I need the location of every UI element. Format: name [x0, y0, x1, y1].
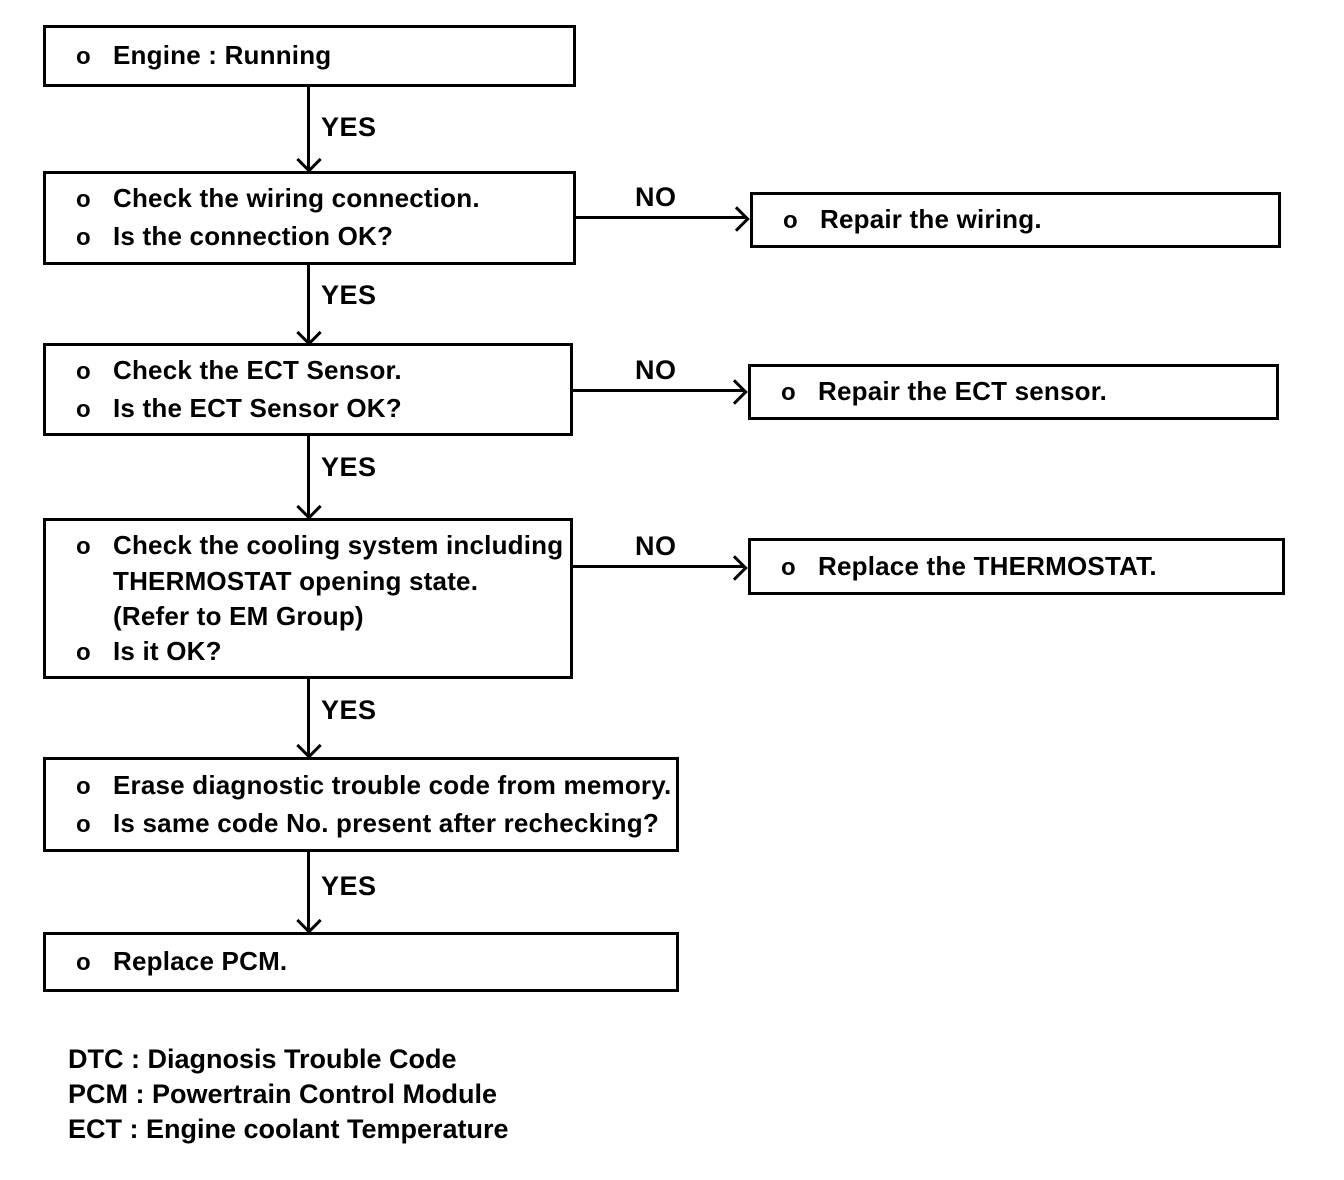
yes-label-1: YES: [321, 112, 377, 142]
box-line: o Is the ECT Sensor OK?: [76, 390, 570, 428]
box-line: o Is the connection OK?: [76, 218, 573, 256]
arrowhead-right-2-icon: [722, 379, 748, 405]
no-connector-1: [574, 216, 746, 219]
legend-ect: ECT : Engine coolant Temperature: [68, 1114, 509, 1144]
no-connector-2: [571, 389, 744, 392]
bullet: o: [781, 379, 796, 406]
box-text: Erase diagnostic trouble code from memor…: [113, 769, 672, 800]
yes-connector-4: [307, 678, 310, 755]
box-text: Is the ECT Sensor OK?: [113, 392, 402, 423]
box-text: (Refer to EM Group): [113, 600, 364, 631]
box-text: Check the cooling system including: [113, 529, 564, 560]
bullet: o: [76, 638, 91, 666]
flow-box-erase-dtc: o Erase diagnostic trouble code from memo…: [43, 757, 679, 852]
flow-box-repair-wiring: o Repair the wiring.: [750, 192, 1281, 248]
no-label-3: NO: [635, 531, 677, 561]
box-text: Is the connection OK?: [113, 221, 394, 251]
bullet: o: [76, 772, 91, 800]
arrowhead-down-3-icon: [296, 494, 322, 520]
arrowhead-down-2-icon: [296, 320, 322, 346]
box-text: THERMOSTAT opening state.: [113, 565, 479, 596]
yes-connector-5: [307, 851, 310, 930]
no-connector-3: [571, 565, 744, 568]
abbreviation-legend: DTC : Diagnosis Trouble Code PCM : Power…: [68, 1042, 509, 1147]
no-label-2: NO: [635, 355, 677, 385]
box-line: o Replace PCM.: [76, 943, 676, 981]
bullet: o: [76, 43, 91, 70]
box-text: Repair the ECT sensor.: [818, 376, 1108, 406]
yes-label-2: YES: [321, 280, 377, 310]
flow-box-check-wiring: o Check the wiring connection. o Is the co…: [43, 171, 576, 265]
arrowhead-down-1-icon: [296, 147, 322, 173]
arrowhead-down-4-icon: [296, 733, 322, 759]
bullet: o: [76, 532, 91, 560]
box-line: THERMOSTAT opening state.: [76, 564, 570, 599]
bullet: o: [781, 553, 796, 581]
arrowhead-down-5-icon: [296, 908, 322, 934]
box-text: Replace the THERMOSTAT.: [818, 550, 1157, 581]
box-text: Engine : Running: [113, 40, 332, 70]
legend-pcm: PCM : Powertrain Control Module: [68, 1079, 497, 1109]
box-text: Is same code No. present after recheckin…: [113, 807, 659, 838]
box-line: o Is same code No. present after rechecki…: [76, 805, 676, 843]
yes-label-5: YES: [321, 871, 377, 901]
box-text: Check the ECT Sensor.: [113, 354, 402, 385]
arrowhead-right-1-icon: [724, 206, 750, 232]
box-line: o Engine : Running: [76, 37, 573, 75]
box-line: o Check the cooling system including: [76, 528, 570, 564]
box-line: o Erase diagnostic trouble code from memo…: [76, 767, 676, 805]
box-line: o Replace the THERMOSTAT.: [781, 548, 1282, 586]
flow-box-check-ect-sensor: o Check the ECT Sensor. o Is the ECT Senso…: [43, 343, 573, 436]
no-label-1: NO: [635, 182, 677, 212]
bullet: o: [76, 810, 91, 838]
box-line: o Check the wiring connection.: [76, 180, 573, 218]
yes-connector-2: [307, 264, 310, 342]
box-text: Check the wiring connection.: [113, 183, 480, 213]
arrowhead-right-3-icon: [722, 555, 748, 581]
flow-box-replace-thermostat: o Replace the THERMOSTAT.: [748, 538, 1285, 595]
legend-dtc: DTC : Diagnosis Trouble Code: [68, 1044, 457, 1074]
box-line: (Refer to EM Group): [76, 599, 570, 634]
yes-label-3: YES: [321, 452, 377, 482]
box-line: o Repair the ECT sensor.: [781, 373, 1276, 411]
yes-label-4: YES: [321, 695, 377, 725]
bullet: o: [76, 186, 91, 213]
flow-box-check-cooling-system: o Check the cooling system including THER…: [43, 518, 573, 679]
bullet: o: [76, 224, 91, 251]
yes-connector-1: [307, 87, 310, 169]
flow-box-engine-running: o Engine : Running: [43, 25, 576, 87]
box-text: Repair the wiring.: [820, 204, 1042, 234]
flow-box-replace-pcm: o Replace PCM.: [43, 932, 679, 992]
box-line: o Is it OK?: [76, 634, 570, 670]
box-line: o Repair the wiring.: [783, 201, 1278, 239]
box-text: Is it OK?: [113, 635, 222, 666]
bullet: o: [76, 395, 91, 423]
flow-box-repair-ect-sensor: o Repair the ECT sensor.: [748, 364, 1279, 420]
yes-connector-3: [307, 435, 310, 516]
box-line: o Check the ECT Sensor.: [76, 352, 570, 390]
bullet: o: [783, 207, 798, 234]
bullet: o: [76, 949, 91, 976]
bullet: o: [76, 357, 91, 385]
box-text: Replace PCM.: [113, 946, 288, 976]
